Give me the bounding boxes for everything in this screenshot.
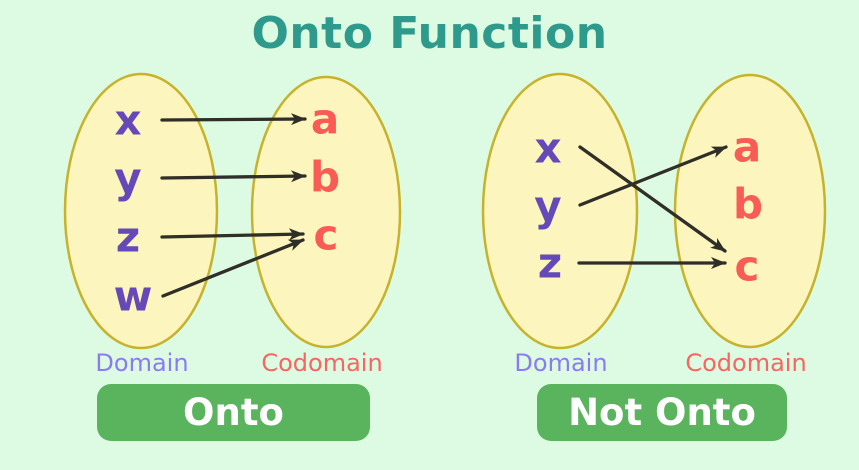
right-domain-element-y: y	[534, 182, 561, 231]
left-domain-element-x: x	[114, 96, 141, 145]
right-codomain-element-c: c	[735, 242, 760, 291]
left-domain-label: Domain	[95, 349, 188, 377]
left-codomain-ellipse	[250, 75, 402, 349]
right-domain-label: Domain	[514, 349, 607, 377]
left-codomain-element-c: c	[314, 211, 339, 260]
onto-badge-label: Onto	[183, 391, 284, 434]
left-arrow-y-to-b	[160, 170, 307, 183]
right-codomain-label: Codomain	[685, 349, 806, 377]
right-domain-ellipse	[481, 72, 639, 350]
left-domain-ellipse	[63, 72, 219, 350]
right-arrow-y-to-a	[578, 145, 728, 207]
right-diagram: x y z a b c Domain Codomain	[481, 72, 827, 377]
right-arrow-x-to-c	[578, 145, 727, 253]
onto-badge: Onto	[97, 384, 370, 441]
right-codomain-element-b: b	[733, 180, 763, 229]
right-codomain-ellipse	[673, 73, 827, 349]
left-arrow-w-to-c	[161, 238, 305, 298]
left-domain-element-z: z	[116, 213, 140, 262]
left-diagram: x y z w a b c Domain Codomain	[63, 72, 402, 377]
left-codomain-label: Codomain	[261, 349, 382, 377]
right-domain-element-z: z	[538, 239, 562, 288]
left-arrow-z-to-c	[160, 228, 305, 241]
left-arrow-x-to-a	[160, 113, 307, 126]
left-domain-element-w: w	[114, 272, 153, 321]
right-domain-element-x: x	[534, 124, 561, 173]
right-codomain-element-a: a	[733, 123, 761, 172]
not-onto-badge: Not Onto	[537, 384, 787, 441]
page-title: Onto Function	[251, 8, 608, 59]
left-domain-element-y: y	[114, 154, 141, 203]
left-codomain-element-a: a	[311, 95, 339, 144]
left-codomain-element-b: b	[310, 153, 340, 202]
not-onto-badge-label: Not Onto	[568, 391, 756, 434]
